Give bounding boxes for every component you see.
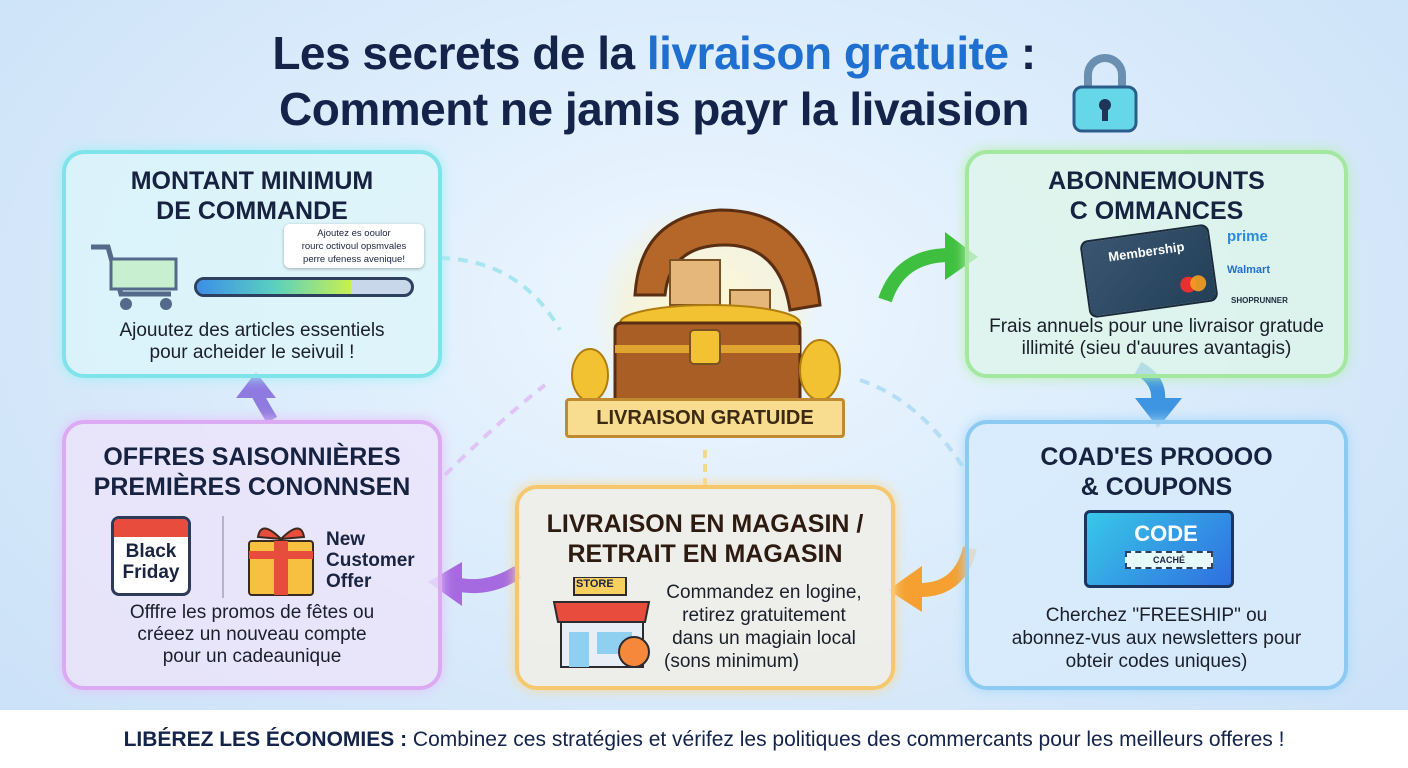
footer-banner: LIBÉREZ LES ÉCONOMIES : Combinez ces str… (0, 710, 1408, 768)
connector-promo (859, 378, 967, 472)
membership-card: Membership (1079, 223, 1219, 319)
page-title-line2: Comment ne jamis payr la livaision (279, 83, 1029, 135)
card-title: MONTANT MINIMUM (130, 167, 374, 195)
walmart-logo: Walmart (1227, 264, 1270, 276)
treasure-chest: LIVRAISON GRATUIDE (550, 195, 860, 455)
shopping-cart-icon (91, 244, 178, 310)
arrow-green (878, 248, 951, 303)
arrow-purple (458, 566, 522, 594)
card-description: Commandez en logine,retirez gratuitement… (664, 582, 862, 672)
hidden-code-field[interactable]: CACHÉ (1125, 551, 1213, 569)
order-progress-bar (194, 277, 414, 297)
store-sign: STORE (576, 578, 614, 590)
card-promo-codes: COAD'ES PROOOO& COUPONS CODE CACHÉ Cherc… (965, 420, 1348, 690)
connector-minimum (439, 256, 562, 331)
page-title-line1: Les secrets de la livraison gratuite : (272, 27, 1036, 79)
arrow-orange (919, 546, 977, 597)
coupon-ticket: CODE CACHÉ (1084, 510, 1234, 588)
lock-icon (1072, 54, 1138, 133)
store-icon (552, 577, 651, 668)
connector-seasonal (443, 383, 547, 477)
shoprunner-logo: SHOPRUNNER (1231, 296, 1288, 305)
center-ribbon: LIVRAISON GRATUIDE (565, 398, 845, 438)
card-description: Frais annuels pour une livraisor gratude… (989, 316, 1324, 359)
prime-logo: prime (1227, 228, 1268, 245)
card-store-pickup: LIVRAISON EN MAGASIN /RETRAIT EN MAGASIN… (515, 485, 895, 690)
gift-icon (248, 527, 314, 596)
